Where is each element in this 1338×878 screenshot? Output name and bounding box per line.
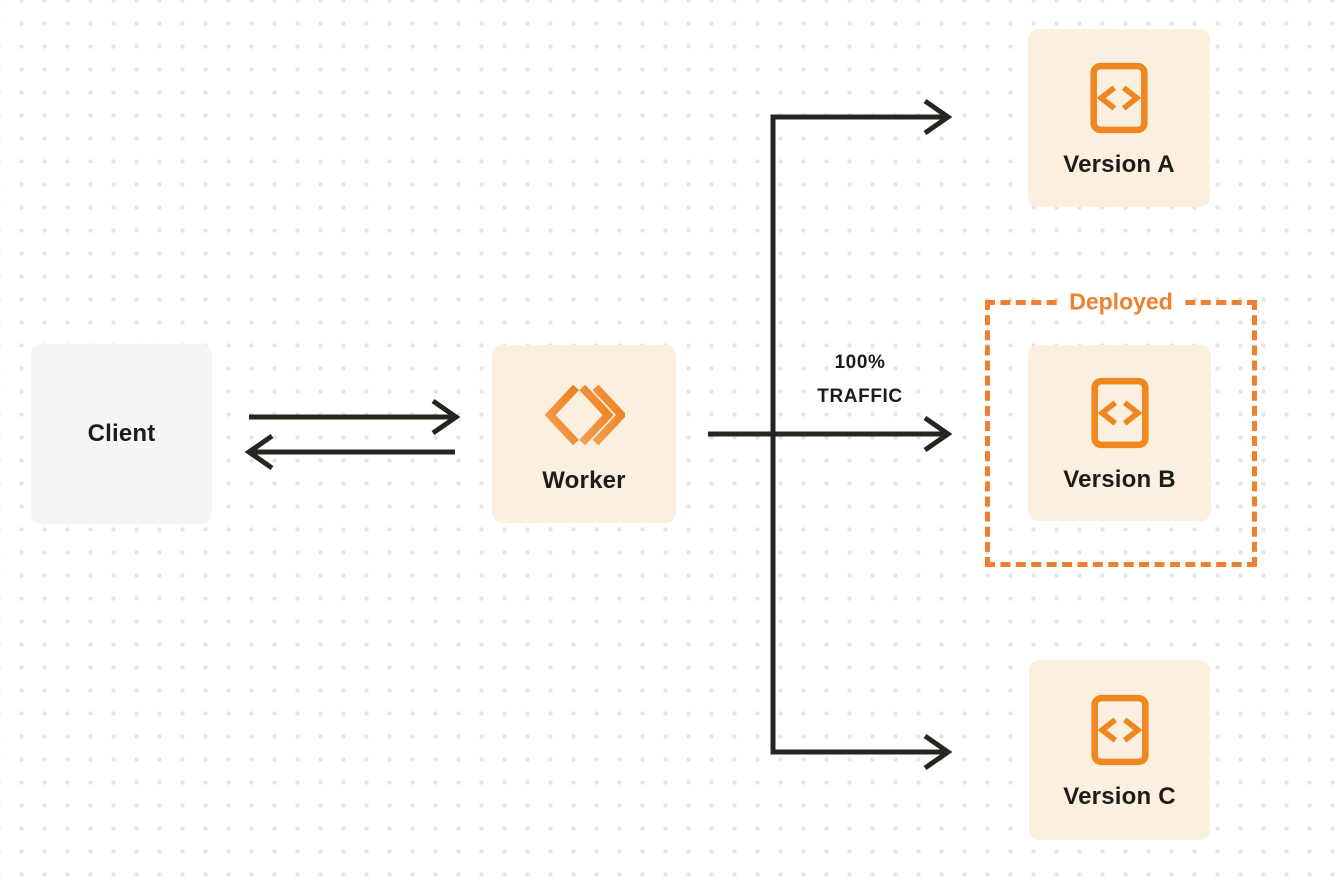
traffic-percentage-label: 100% TRAFFIC [780,346,940,414]
version-c-label: Version C [1063,783,1176,810]
version-a-label: Version A [1063,151,1175,178]
version-b-label: Version B [1063,466,1176,493]
code-file-icon [1090,693,1150,767]
worker-to-client-arrow [249,436,455,468]
code-file-icon [1089,61,1149,135]
code-file-icon [1090,376,1150,450]
client-to-worker-arrow [249,401,456,433]
deployed-label: Deployed [1059,288,1183,316]
traffic-label-line1: 100% [834,352,886,373]
client-node: Client [31,344,212,524]
deployed-group-outline: Deployed [985,288,1257,567]
traffic-branch-trunk [773,117,944,752]
worker-to-version-c-arrowhead [925,736,948,768]
client-label: Client [87,420,156,447]
worker-to-version-b-arrow [708,418,948,450]
worker-to-version-a-arrowhead [925,101,948,133]
version-a-node: Version A [1028,29,1210,207]
worker-label: Worker [542,466,626,494]
version-c-node: Version C [1029,660,1210,840]
traffic-label-line2: TRAFFIC [817,386,903,407]
worker-node: Worker [492,345,676,523]
workers-logo-icon [543,380,625,450]
version-b-node: Version B [1028,345,1211,521]
